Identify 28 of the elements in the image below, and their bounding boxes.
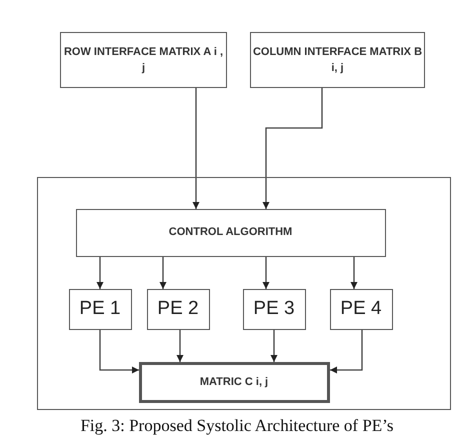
box-label: PE 1 [79,296,121,321]
arrow [350,257,358,289]
box-label: MATRIC C i, j [200,374,268,390]
box-label: COLUMN INTERFACE MATRIX B i, j [252,44,424,76]
arrow [262,257,270,289]
figure-caption: Fig. 3: Proposed Systolic Architecture of PE’s [79,416,395,436]
box-label: ROW INTERFACE MATRIX A i , j [62,44,224,76]
box-label: PE 2 [157,296,199,321]
process-box [250,32,425,88]
process-box [76,208,386,256]
system-boundary-box [37,177,451,410]
box-label: PE 3 [253,296,295,321]
arrow [99,330,139,374]
arrow [96,257,104,289]
arrow [176,330,184,362]
arrow [270,330,278,362]
processing-element-box [146,288,210,330]
arrow [330,330,363,374]
arrow [262,88,323,209]
process-box [60,32,227,88]
box-label: CONTROL ALGORITHM [168,225,292,240]
processing-element-box [68,288,132,330]
arrow [192,88,200,209]
box-label: PE 4 [340,296,382,321]
process-box [138,362,330,402]
processing-element-box [330,288,392,330]
arrow [160,257,166,289]
processing-element-box [242,288,306,330]
